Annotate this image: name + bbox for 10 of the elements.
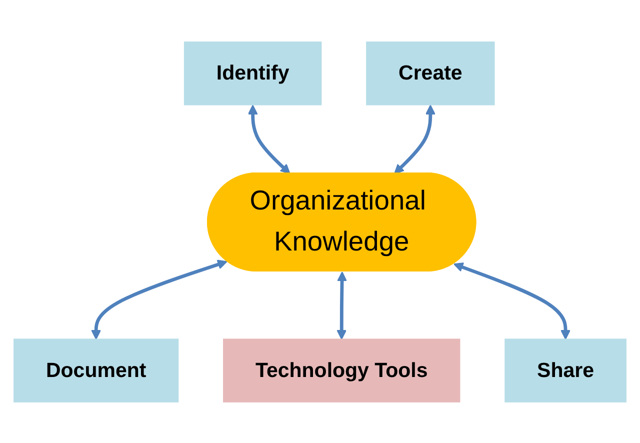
node-box: Share bbox=[504, 338, 626, 402]
arrow bbox=[248, 104, 290, 174]
node-box: Technology Tools bbox=[223, 338, 460, 402]
node-box: Create bbox=[366, 41, 495, 105]
arrow bbox=[453, 262, 571, 340]
arrow bbox=[91, 259, 228, 340]
node-box: Document bbox=[14, 338, 179, 402]
node-box: Identify bbox=[184, 41, 322, 105]
arrow bbox=[394, 104, 436, 174]
arrow bbox=[336, 271, 348, 340]
